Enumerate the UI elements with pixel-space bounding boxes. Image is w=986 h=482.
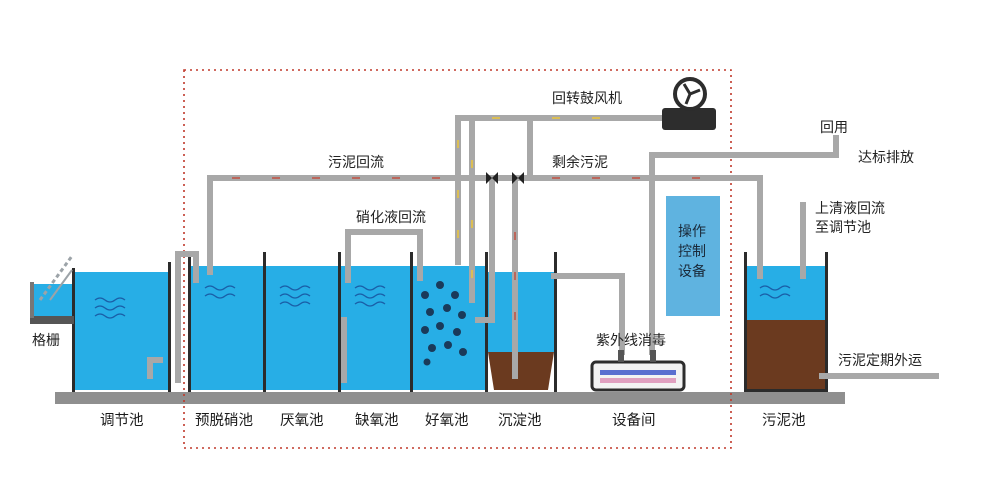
label-reuse: 回用 — [820, 120, 848, 136]
label-screen: 格栅 — [32, 333, 60, 349]
label-supernatant-return-1: 上清液回流 — [815, 201, 885, 217]
water-waves — [94, 285, 791, 319]
label-uv: 紫外线消毒 — [596, 333, 666, 349]
water-tiaojie — [74, 272, 169, 390]
tank-label-yutuoxiao: 预脱硝池 — [195, 412, 253, 429]
blower-icon — [662, 77, 716, 130]
tank-label-wuni: 污泥池 — [762, 412, 806, 429]
label-sludge-return: 污泥回流 — [328, 155, 384, 171]
sludge-hopper-chendian — [488, 352, 554, 390]
bar-screen — [30, 255, 74, 318]
sludge-flow-arrows — [232, 177, 700, 320]
label-discharge: 达标排放 — [858, 150, 914, 166]
valve-icons — [486, 172, 524, 184]
air-flow-arrows — [457, 117, 600, 278]
label-blower: 回转鼓风机 — [552, 91, 622, 107]
label-supernatant-return-2: 至调节池 — [815, 220, 871, 236]
tank-label-queyang: 缺氧池 — [355, 412, 399, 429]
label-control-panel-2: 控制 — [678, 244, 706, 260]
tank-label-tiaojie: 调节池 — [100, 412, 144, 429]
ground-slab — [55, 392, 845, 404]
label-control-panel-1: 操作 — [678, 224, 706, 240]
label-sludge-out: 污泥定期外运 — [838, 353, 922, 369]
uv-unit-icon — [590, 350, 686, 392]
control-panel — [666, 196, 720, 316]
water-chendian — [488, 272, 554, 352]
tank-label-shebeijian: 设备间 — [612, 412, 656, 429]
aeration-bubbles — [421, 281, 467, 366]
label-excess-sludge: 剩余污泥 — [552, 154, 608, 171]
sludge-wuni — [746, 320, 826, 390]
label-nitrate-return: 硝化液回流 — [356, 210, 426, 226]
label-control-panel-3: 设备 — [678, 263, 706, 280]
tank-label-haoyang: 好氧池 — [425, 412, 469, 429]
tank-label-chendian: 沉淀池 — [498, 412, 542, 429]
tank-label-yanyang: 厌氧池 — [280, 412, 324, 429]
